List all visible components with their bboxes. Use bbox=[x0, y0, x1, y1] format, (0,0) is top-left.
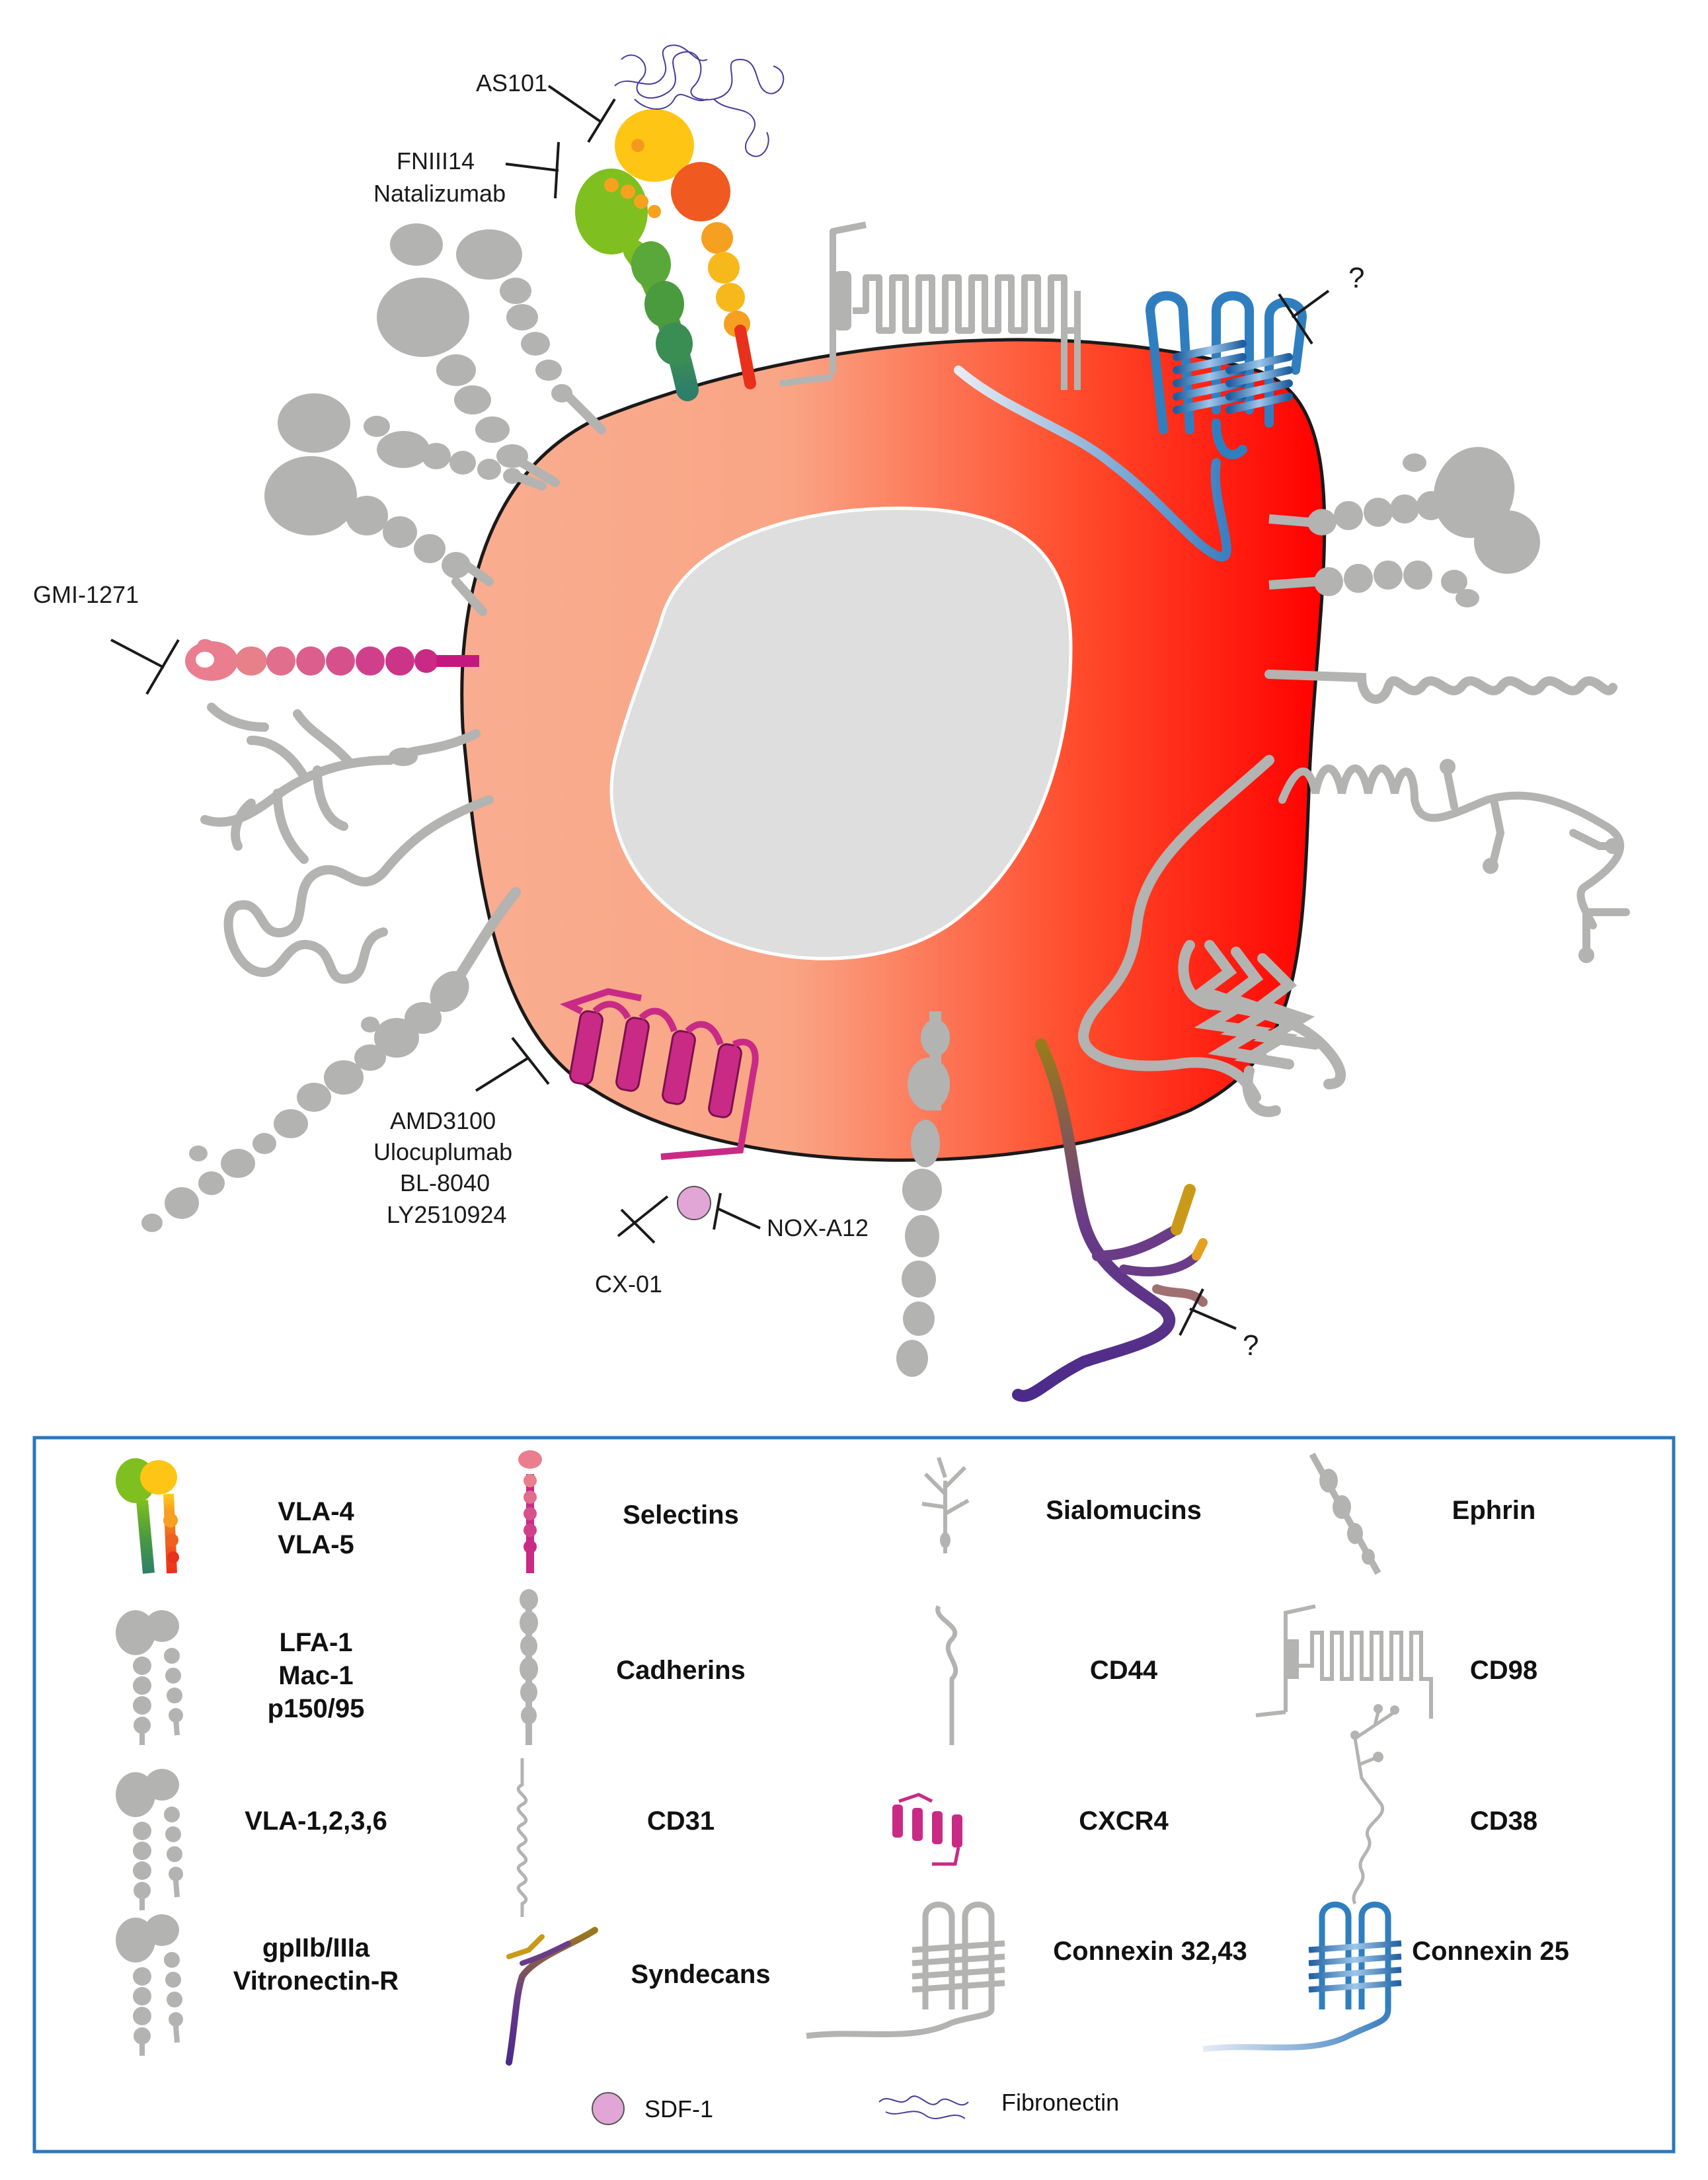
legend-label-lfa1: LFA-1 bbox=[279, 1628, 352, 1657]
inhibitor-lines bbox=[110, 85, 1330, 1336]
label-fniii14: FNIII14 bbox=[397, 147, 475, 175]
inhibitor-labels: AS101 FNIII14 Natalizumab GMI-1271 AMD31… bbox=[33, 69, 1364, 1362]
legend-icon-connexin3243 bbox=[806, 1901, 1005, 2039]
label-gmi1271: GMI-1271 bbox=[33, 581, 139, 608]
selectin-colored bbox=[185, 639, 479, 681]
legend-label-gpiib: gpIIb/IIIa bbox=[262, 1933, 370, 1963]
label-as101: AS101 bbox=[476, 69, 547, 97]
legend-icon-syndecans bbox=[506, 1927, 598, 2066]
legend-icon-cd31 bbox=[516, 1758, 528, 1917]
sialomucin-gray-left bbox=[200, 703, 481, 864]
label-amd3100: AMD3100 bbox=[390, 1107, 496, 1134]
legend-label-syndecans: Syndecans bbox=[631, 1960, 770, 1989]
legend-icon-vla4-vla5 bbox=[116, 1458, 179, 1574]
cxcr4-colored bbox=[559, 988, 759, 1160]
legend-label-cd38: CD38 bbox=[1470, 1807, 1537, 1836]
label-unknown-bottom: ? bbox=[1243, 1329, 1259, 1362]
legend-label-vla1236: VLA-1,2,3,6 bbox=[245, 1807, 387, 1836]
legend-icon-gpiib-vitronectin bbox=[116, 1914, 183, 2056]
sdf1-molecule bbox=[677, 1186, 711, 1220]
legend-label-sialomucins: Sialomucins bbox=[1046, 1496, 1202, 1525]
legend-label-fibronectin: Fibronectin bbox=[1001, 2089, 1119, 2116]
label-ulocuplumab: Ulocuplumab bbox=[373, 1138, 512, 1165]
legend-label-vla5: VLA-5 bbox=[278, 1530, 354, 1559]
label-natalizumab: Natalizumab bbox=[373, 180, 506, 207]
legend-label-cd31: CD31 bbox=[647, 1807, 715, 1836]
fibronectin-molecule bbox=[614, 44, 785, 157]
legend-icon-sdf1 bbox=[592, 2092, 625, 2125]
label-noxa12: NOX-A12 bbox=[767, 1214, 869, 1241]
legend-icon-cxcr4 bbox=[892, 1793, 962, 1866]
integrin-gray-top-1 bbox=[377, 223, 606, 487]
legend-label-cadherins: Cadherins bbox=[616, 1656, 746, 1685]
legend-label-p150: p150/95 bbox=[268, 1694, 365, 1723]
legend-label-connexin25: Connexin 25 bbox=[1412, 1937, 1569, 1966]
legend-label-sdf1: SDF-1 bbox=[644, 2095, 713, 2122]
integrin-gray-left-2 bbox=[264, 393, 547, 616]
legend-icon-fibronectin bbox=[878, 2095, 969, 2119]
legend-labels: VLA-4 VLA-5 Selectins Sialomucins Ephrin… bbox=[233, 1496, 1569, 2122]
cd31-gray-right bbox=[1264, 670, 1617, 704]
label-cx01: CX-01 bbox=[595, 1270, 662, 1298]
cd38-gray-right bbox=[1278, 759, 1630, 963]
legend-icon-ephrin bbox=[1309, 1452, 1381, 1575]
legend-label-mac1: Mac-1 bbox=[278, 1661, 353, 1690]
nucleus bbox=[609, 506, 1073, 960]
legend-icon-cd98 bbox=[1255, 1604, 1433, 1719]
legend-icon-lfa1-mac1 bbox=[116, 1610, 183, 1745]
cd44-gray-left bbox=[223, 795, 494, 984]
connexin-gray-right bbox=[1078, 755, 1346, 1117]
integrin-gray-right bbox=[1268, 447, 1540, 607]
legend-label-cd44: CD44 bbox=[1090, 1656, 1158, 1685]
legend-label-selectins: Selectins bbox=[623, 1500, 739, 1530]
legend-label-cxcr4: CXCR4 bbox=[1079, 1807, 1169, 1836]
ephrin-gray-left bbox=[141, 887, 521, 1232]
legend-icon-connexin25 bbox=[1202, 1901, 1402, 2052]
legend-icon-cd44 bbox=[935, 1605, 958, 1745]
legend-label-connexin3243: Connexin 32,43 bbox=[1053, 1937, 1247, 1966]
label-unknown-top: ? bbox=[1348, 262, 1364, 294]
legend-label-cd98: CD98 bbox=[1470, 1656, 1537, 1685]
legend-icon-sialomucins bbox=[921, 1457, 970, 1553]
legend-label-ephrin: Ephrin bbox=[1452, 1496, 1536, 1525]
legend-label-vitronectin: Vitronectin-R bbox=[233, 1966, 399, 1996]
legend-icon-selectins bbox=[518, 1450, 542, 1573]
legend-icon-vla1236 bbox=[116, 1769, 183, 1910]
legend-icon-cadherins bbox=[520, 1589, 538, 1745]
vla4-vla5-colored bbox=[575, 109, 756, 401]
cd98-gray-top bbox=[779, 221, 1081, 390]
label-bl8040: BL-8040 bbox=[400, 1169, 490, 1196]
connexin25-colored bbox=[954, 291, 1307, 562]
label-ly2510924: LY2510924 bbox=[387, 1201, 507, 1228]
legend-icon-cd38 bbox=[1350, 1704, 1399, 1905]
cadherin-gray-bottom bbox=[896, 1011, 950, 1377]
legend-label-vla4: VLA-4 bbox=[278, 1497, 354, 1526]
